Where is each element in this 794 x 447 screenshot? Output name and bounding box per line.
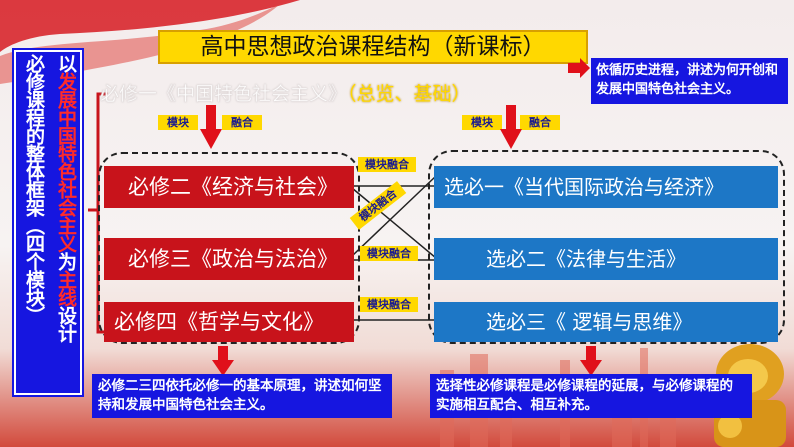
down-arrow-icon	[580, 346, 602, 376]
down-arrow-icon	[200, 105, 222, 149]
title-bar: 高中思想政治课程结构（新课标）	[158, 30, 588, 64]
vertical-text-highlight: 主线	[55, 270, 77, 306]
note-required: 必修二三四依托必修一的基本原理，讲述如何坚持和发展中国特色社会主义。	[92, 374, 392, 418]
left-vertical-panel: 以发展中国特色社会主义为主线设计 必修课程的整体框架（四个模块）	[12, 48, 84, 397]
tag-merge-left: 融合	[222, 115, 262, 130]
tag-module-right: 模块	[462, 115, 502, 130]
module-one-label: 必修一《中国特色社会主义》	[100, 83, 348, 106]
required-group-frame	[98, 152, 360, 344]
right-arrow-icon	[568, 58, 590, 78]
elective-group-frame	[428, 150, 785, 344]
required-module-philosophy: 必修四《哲学与文化》	[104, 302, 354, 342]
tag-module-merge-1: 模块融合	[358, 157, 416, 172]
down-arrow-icon	[500, 105, 522, 149]
vertical-text-col2: 以发展中国特色社会主义为主线设计	[52, 54, 80, 392]
tag-module-left: 模块	[158, 115, 198, 130]
note-history: 依循历史进程，讲述为何开创和发展中国特色社会主义。	[591, 58, 788, 104]
down-arrow-icon	[212, 346, 234, 376]
vertical-text-seg: 为	[55, 252, 77, 270]
note-elective: 选择性必修课程是必修课程的延展，与必修课程的实施相互配合、相互补充。	[430, 374, 752, 418]
vertical-text-highlight: 发展中国特色社会主义	[55, 72, 77, 252]
tag-merge-right: 融合	[520, 115, 560, 130]
vertical-text-col1: 必修课程的整体框架（四个模块）	[23, 54, 45, 324]
tag-module-merge-3: 模块融合	[360, 297, 418, 312]
module-one-row: 必修一《中国特色社会主义》（总览、基础）	[100, 79, 560, 109]
elective-module-law: 选必二《法律与生活》	[434, 238, 778, 280]
vertical-text-seg: 以	[55, 54, 77, 72]
vertical-text-seg: 设计	[55, 306, 77, 342]
tag-module-merge-2: 模块融合	[360, 246, 418, 261]
elective-module-international: 选必一《当代国际政治与经济》	[434, 166, 778, 208]
required-module-politics: 必修三《政治与法治》	[104, 238, 354, 280]
required-module-economy: 必修二《经济与社会》	[104, 166, 354, 208]
page-title: 高中思想政治课程结构（新课标）	[200, 34, 546, 60]
module-one-suffix: （总览、基础）	[347, 83, 471, 105]
elective-module-logic: 选必三《 逻辑与思维》	[434, 302, 778, 342]
